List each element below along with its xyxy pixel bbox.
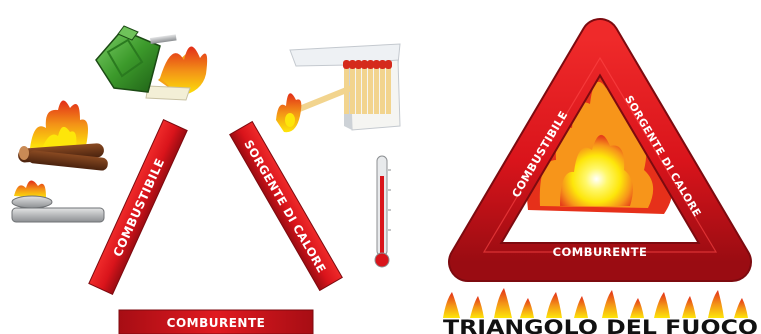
fuel-can-icon bbox=[95, 25, 208, 101]
matches-icon bbox=[276, 43, 401, 133]
burner-icon bbox=[11, 180, 105, 223]
triangle-oxygen-label: COMBURENTE bbox=[553, 245, 648, 259]
oxygen-bar: COMBURENTE bbox=[118, 309, 314, 334]
fire-triangle bbox=[448, 18, 752, 282]
campfire-icon bbox=[18, 100, 108, 171]
oxygen-label: COMBURENTE bbox=[167, 316, 266, 330]
title-flames bbox=[443, 288, 748, 318]
fuel-bar: COMBUSTIBILE bbox=[88, 119, 188, 295]
fuel-label: COMBUSTIBILE bbox=[110, 156, 167, 259]
heat-label: SORGENTE DI CALORE bbox=[241, 138, 329, 276]
diagram-title: TRIANGOLO DEL FUOCO bbox=[443, 316, 758, 334]
thermometer-icon bbox=[374, 155, 391, 268]
heat-bar: SORGENTE DI CALORE bbox=[229, 120, 343, 292]
